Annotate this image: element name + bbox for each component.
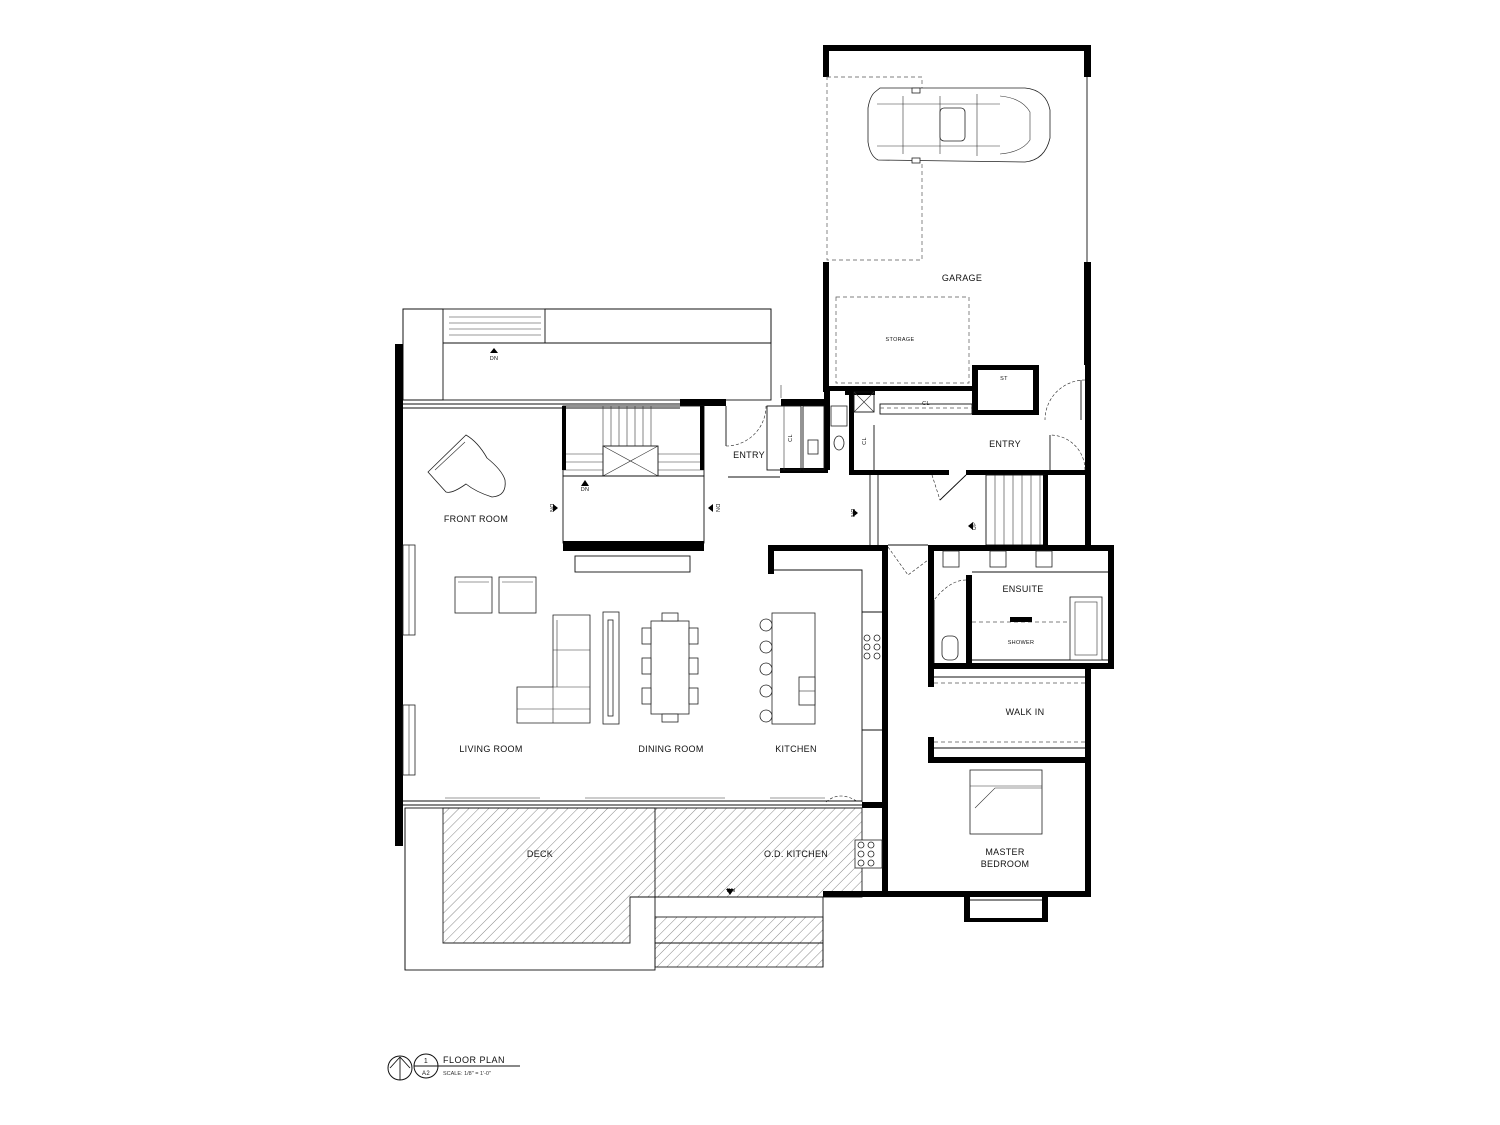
room-label-od-kitchen: O.D. KITCHEN <box>764 849 828 859</box>
stair-mark-up: UP <box>972 522 978 530</box>
car-icon <box>867 87 1051 164</box>
dn-arrow-icon <box>726 889 734 895</box>
room-label-dining-room: DINING ROOM <box>638 744 703 754</box>
room-label-entry-east: ENTRY <box>989 439 1021 449</box>
closet-mark: CL <box>788 434 794 442</box>
entry-west-fixtures <box>725 391 875 471</box>
storage-outline <box>835 296 970 384</box>
suite-walls <box>887 544 1114 922</box>
room-label-entry-west: ENTRY <box>733 450 765 460</box>
walk-in-closet <box>934 676 1085 749</box>
stair-mark-dn: DN <box>849 509 855 518</box>
room-label-st: ST <box>1000 376 1008 382</box>
od-grill-icon <box>857 841 875 867</box>
room-label-master: MASTER <box>985 847 1025 857</box>
closet-mark: CL <box>922 401 930 407</box>
media-console <box>602 611 620 725</box>
sheet-number: A2 <box>422 1071 430 1077</box>
drawing-title-block <box>387 1053 520 1081</box>
cooktop-icon <box>863 634 881 660</box>
dn-arrow-icon <box>708 504 713 512</box>
drawing-scale: SCALE: 1/8" = 1'-0" <box>443 1071 491 1077</box>
room-label-bedroom: BEDROOM <box>981 859 1030 869</box>
room-label-ensuite: ENSUITE <box>1002 584 1043 594</box>
closet-mark: CL <box>862 437 868 445</box>
parking-space-outline <box>826 76 923 261</box>
grand-piano-icon <box>427 434 506 498</box>
room-label-storage: STORAGE <box>886 337 915 343</box>
room-label-kitchen: KITCHEN <box>775 744 817 754</box>
stair-mark-dn: DN <box>727 888 736 894</box>
dn-arrow-icon <box>581 480 589 486</box>
ensuite-fixtures <box>941 550 1108 661</box>
dn-arrow-icon <box>490 348 498 353</box>
up-arrow-icon <box>968 522 973 530</box>
room-label-front-room: FRONT ROOM <box>444 514 508 524</box>
porch-outline <box>402 308 782 401</box>
room-label-living-room: LIVING ROOM <box>459 744 522 754</box>
central-stair <box>562 405 705 573</box>
deck <box>404 807 888 971</box>
stair-mark-dn: DN <box>490 356 499 362</box>
armchairs <box>454 576 537 614</box>
dining-table <box>641 612 699 723</box>
garage-walls <box>823 45 1091 415</box>
dn-arrow-icon <box>853 509 858 517</box>
drawing-title: FLOOR PLAN <box>443 1055 505 1065</box>
west-windows <box>402 544 416 776</box>
stair-mark-dn: DN <box>581 487 590 493</box>
dn-arrow-icon <box>553 504 558 512</box>
room-label-shower: SHOWER <box>1008 640 1035 646</box>
room-label-walk-in: WALK IN <box>1006 707 1045 717</box>
drawing-number: 1 <box>424 1058 428 1065</box>
south-wall <box>403 797 862 806</box>
stair-mark-dn: DN <box>714 504 720 513</box>
entry-east-fixtures <box>873 379 1086 501</box>
east-stair <box>869 474 1048 546</box>
stair-mark-dn: DN <box>548 504 554 513</box>
main-walls <box>395 344 1091 846</box>
kitchen-island <box>759 612 816 725</box>
bed-icon <box>969 769 1043 835</box>
sofa <box>516 614 591 724</box>
kitchen-walls <box>768 545 888 897</box>
room-label-deck: DECK <box>527 849 553 859</box>
room-label-garage: GARAGE <box>942 273 982 283</box>
